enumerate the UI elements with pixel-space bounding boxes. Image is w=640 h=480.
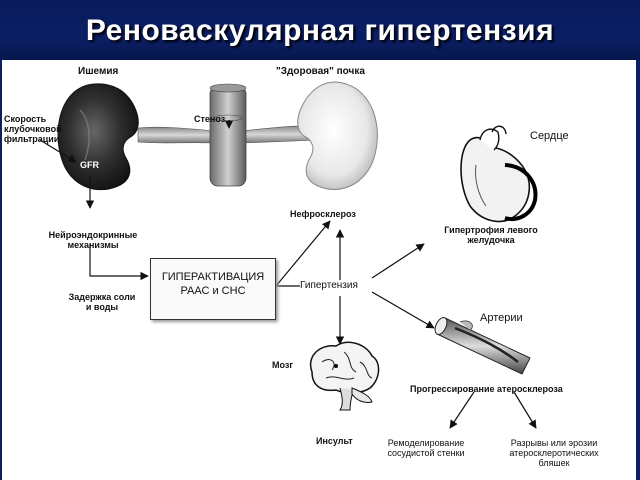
gfr-rate-line-3: фильтрации	[4, 134, 60, 144]
stenosis-label: Стеноз	[194, 114, 226, 124]
renal-arteries	[137, 125, 319, 144]
heart-illustration	[460, 125, 538, 223]
flow-arrows	[39, 120, 537, 429]
diagram-canvas	[39, 81, 538, 429]
salt-water-label: Задержка соли и воды	[58, 292, 146, 312]
artery-illustration	[434, 317, 531, 375]
healthy-kidney-label: "Здоровая" почка	[276, 66, 365, 77]
nephrosclerosis-label: Нефросклероз	[290, 209, 356, 219]
right-border	[636, 60, 640, 480]
remodeling-label: Ремоделирование сосудистой стенки	[378, 438, 474, 458]
raas-line-1: ГИПЕРАКТИВАЦИЯ	[161, 271, 265, 283]
gfr-rate-line-1: Скорость	[4, 114, 47, 124]
neuroendocrine-label: Нейроэндокринные механизмы	[38, 230, 148, 250]
lvh-label: Гипертрофия левого желудочка	[426, 225, 556, 245]
lvh-line-2: желудочка	[467, 235, 515, 245]
heart-label: Сердце	[530, 130, 569, 142]
remodeling-line-2: сосудистой стенки	[387, 448, 465, 458]
plaque-rupture-label: Разрывы или эрозии атеросклеротических б…	[496, 438, 612, 468]
neuroendocrine-line-2: механизмы	[67, 240, 119, 250]
gfr-label: GFR	[80, 160, 99, 170]
atherosclerosis-label: Прогрессирование атеросклероза	[410, 384, 563, 394]
salt-water-line-1: Задержка соли	[68, 292, 136, 302]
brain-illustration	[309, 341, 380, 411]
remodeling-line-1: Ремоделирование	[387, 438, 465, 448]
ischemia-label: Ишемия	[78, 66, 119, 77]
left-border	[0, 60, 2, 480]
stroke-label: Инсульт	[316, 436, 353, 446]
plaque-rupture-line-2: атеросклеротических	[509, 448, 599, 458]
page-title: Реноваскулярная гипертензия	[85, 14, 555, 47]
aorta	[209, 83, 247, 187]
neuroendocrine-line-1: Нейроэндокринные	[48, 230, 138, 240]
plaque-rupture-line-3: бляшек	[538, 458, 570, 468]
gfr-rate-label: Скорость клубочковой фильтрации	[4, 114, 62, 144]
raas-sns-box	[150, 258, 276, 320]
plaque-rupture-line-1: Разрывы или эрозии	[510, 438, 598, 448]
brain-label: Мозг	[272, 360, 294, 370]
raas-sns-label: ГИПЕРАКТИВАЦИЯ РААС и СНС	[150, 270, 276, 298]
salt-water-line-2: и воды	[85, 302, 119, 312]
lvh-line-1: Гипертрофия левого	[444, 225, 538, 235]
healthy-kidney	[297, 81, 378, 190]
arteries-label: Артерии	[480, 312, 523, 324]
raas-line-2: РААС и СНС	[180, 285, 246, 297]
gfr-rate-line-2: клубочковой	[4, 124, 62, 134]
hypertension-label: Гипертензия	[300, 280, 358, 291]
title-banner	[0, 0, 640, 60]
ischemic-kidney	[57, 83, 139, 191]
